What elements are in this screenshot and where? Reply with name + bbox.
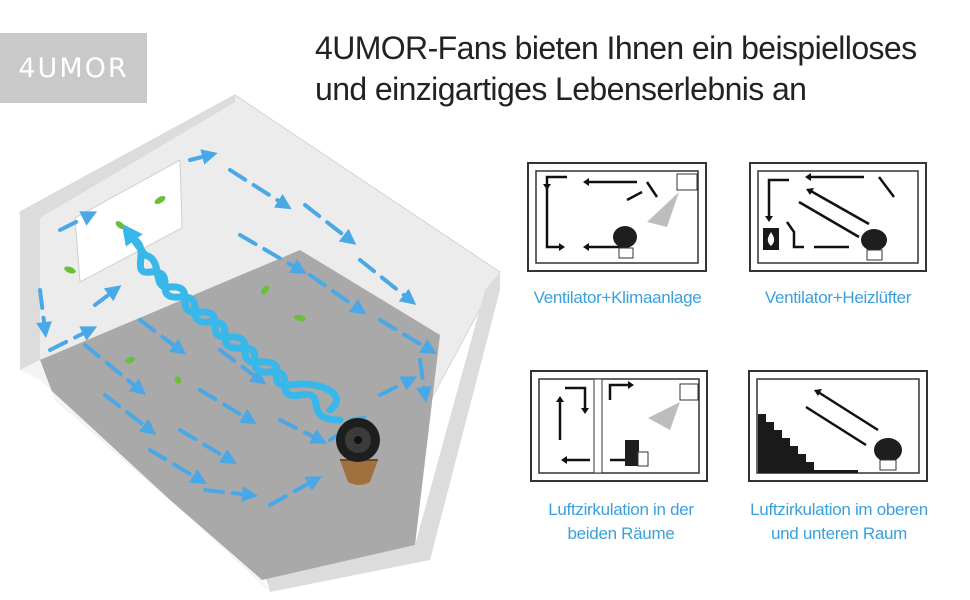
stairs-icon bbox=[758, 414, 858, 473]
caption-upper-lower: Luftzirkulation im oberen und unteren Ra… bbox=[725, 498, 953, 546]
floor-edge bbox=[20, 360, 270, 592]
fan-icon bbox=[625, 440, 649, 467]
room-fan-icon bbox=[336, 418, 380, 485]
brand-logo: 4UMOR bbox=[0, 33, 147, 103]
caption-line-2: beiden Räume bbox=[567, 524, 675, 543]
room-airflow-illustration bbox=[19, 94, 501, 592]
right-wall bbox=[265, 272, 500, 592]
caption-text: Ventilator+Heizlüfter bbox=[764, 288, 912, 307]
caption-two-rooms: Luftzirkulation in der beiden Räume bbox=[510, 498, 732, 546]
fan-icon bbox=[613, 226, 637, 259]
page-title: 4UMOR-Fans bieten Ihnen ein beispiellose… bbox=[315, 28, 965, 110]
caption-line-1: Luftzirkulation in der bbox=[548, 500, 694, 519]
scenario-two-rooms bbox=[530, 370, 708, 482]
caption-line-2: und unteren Raum bbox=[770, 524, 907, 543]
fireplace-heater-icon bbox=[763, 228, 779, 250]
air-conditioner-icon bbox=[648, 383, 699, 430]
fan-icon bbox=[874, 438, 902, 471]
air-conditioner-icon bbox=[647, 173, 698, 227]
airflow-arrows bbox=[36, 149, 437, 507]
air-vortex bbox=[121, 223, 344, 424]
scenario-upper-lower bbox=[748, 370, 928, 482]
scenario-fan-heater bbox=[749, 162, 927, 272]
title-line-1: 4UMOR-Fans bieten Ihnen ein beispiellose… bbox=[315, 30, 917, 66]
title-line-2: und einzigartiges Lebenserlebnis an bbox=[315, 71, 807, 107]
caption-fan-heater: Ventilator+Heizlüfter bbox=[733, 286, 943, 310]
caption-line-1: Luftzirkulation im oberen bbox=[750, 500, 928, 519]
caption-text: Ventilator+Klimaanlage bbox=[533, 288, 702, 307]
caption-fan-ac: Ventilator+Klimaanlage bbox=[510, 286, 725, 310]
leaves bbox=[64, 196, 306, 384]
fan-icon bbox=[861, 229, 887, 261]
scenario-fan-ac bbox=[527, 162, 707, 272]
window bbox=[74, 159, 183, 283]
logo-text: 4UMOR bbox=[18, 52, 129, 84]
